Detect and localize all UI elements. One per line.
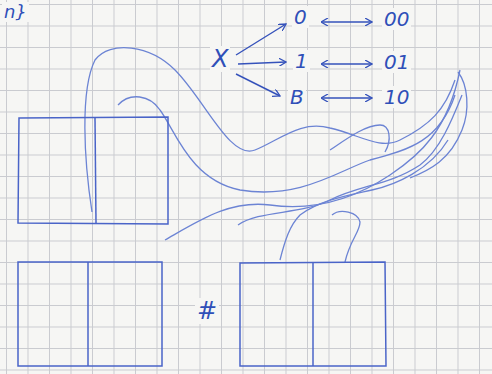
separator-symbol: # — [195, 298, 219, 324]
symbol-value: 0 — [292, 6, 309, 28]
scribble — [85, 48, 467, 262]
cell-boxes — [18, 117, 386, 366]
page-mark: n} — [2, 2, 29, 22]
variable-name: X — [210, 46, 230, 72]
symbol-value: 1 — [293, 50, 310, 72]
binary-code: 01 — [382, 51, 411, 73]
symbol-value: B — [288, 86, 306, 108]
binary-code: 00 — [382, 8, 411, 30]
binary-code: 10 — [382, 86, 411, 108]
